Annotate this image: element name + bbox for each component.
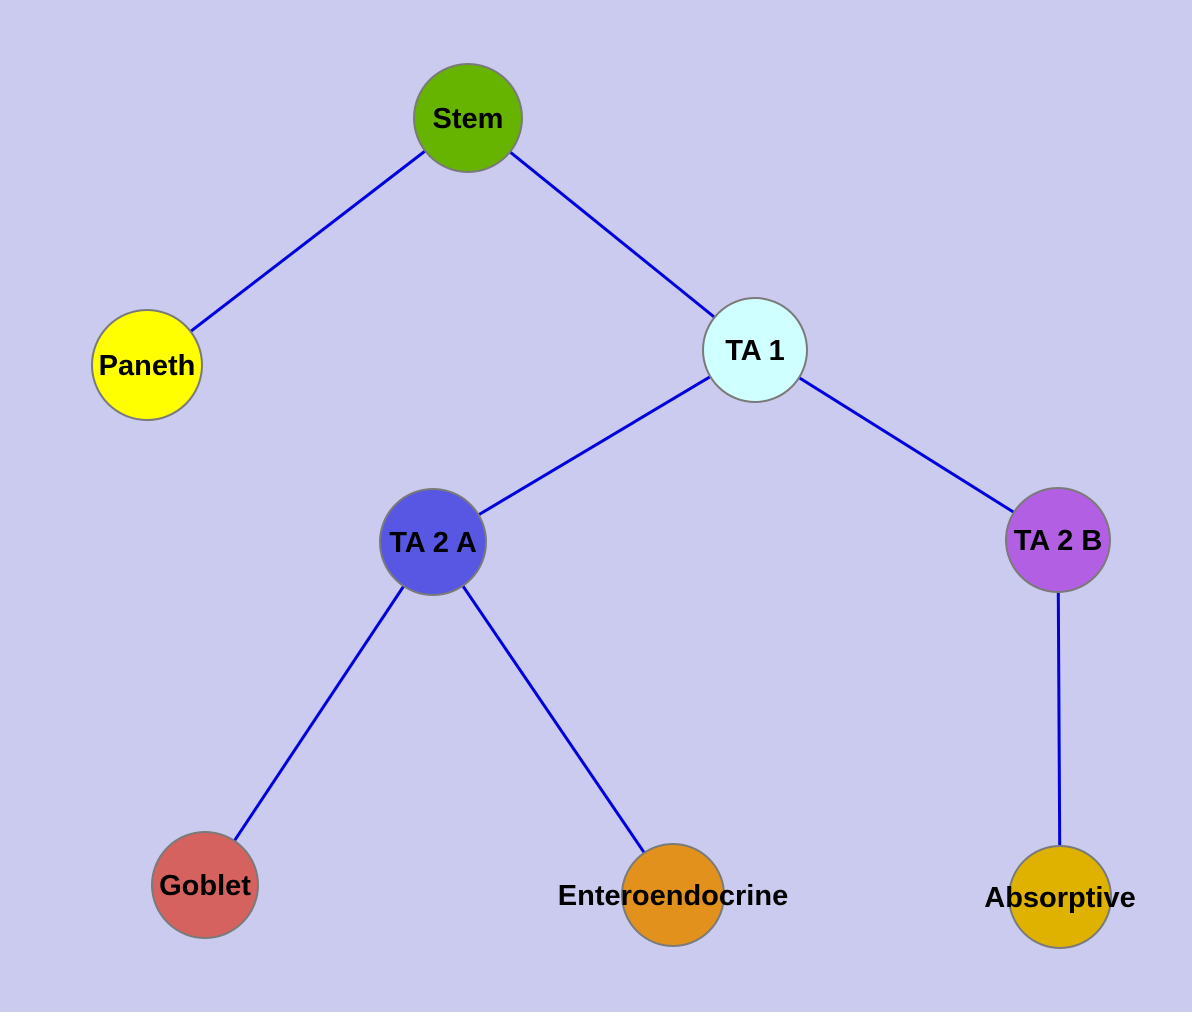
edge-ta2a-goblet: [203, 541, 435, 886]
node-circle-absorptive[interactable]: [1008, 845, 1112, 949]
node-goblet[interactable]: Goblet: [151, 831, 259, 939]
node-circle-ta2b[interactable]: [1005, 487, 1111, 593]
edge-stem-paneth: [146, 116, 469, 367]
bottom-strip: [0, 1012, 1192, 1023]
node-circle-ta2a[interactable]: [379, 488, 487, 596]
node-ta2a[interactable]: TA 2 A: [379, 488, 487, 596]
edge-ta2a-enteroendocrine: [431, 541, 675, 896]
node-circle-paneth[interactable]: [91, 309, 203, 421]
node-circle-stem[interactable]: [413, 63, 523, 173]
edge-ta2b-absorptive: [1056, 539, 1062, 898]
node-absorptive[interactable]: Absorptive: [984, 845, 1136, 949]
node-enteroendocrine[interactable]: Enteroendocrine: [558, 843, 788, 947]
node-circle-goblet[interactable]: [151, 831, 259, 939]
edge-ta1-ta2b: [754, 348, 1059, 542]
node-ta1[interactable]: TA 1: [702, 297, 808, 403]
node-stem[interactable]: Stem: [413, 63, 523, 173]
edge-stem-ta1: [467, 116, 756, 352]
edge-ta1-ta2a: [432, 348, 756, 544]
node-ta2b[interactable]: TA 2 B: [1005, 487, 1111, 593]
node-circle-enteroendocrine[interactable]: [621, 843, 725, 947]
node-circle-ta1[interactable]: [702, 297, 808, 403]
node-paneth[interactable]: Paneth: [91, 309, 203, 421]
